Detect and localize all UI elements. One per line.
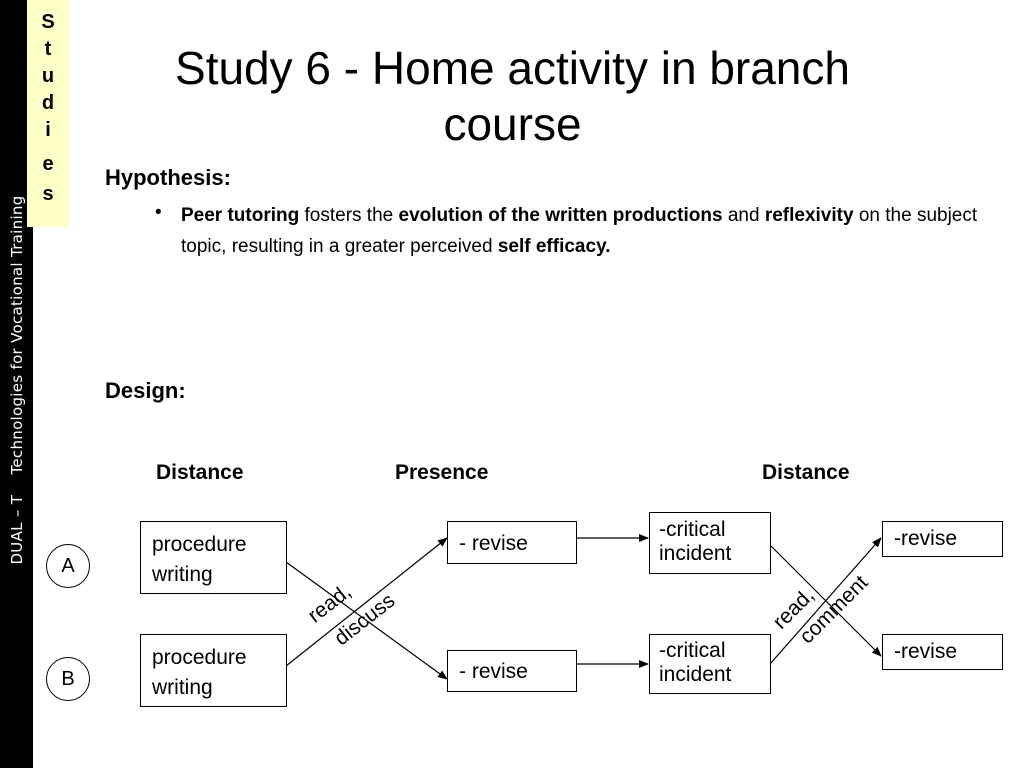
box-text: writing	[152, 676, 213, 699]
procedure-writing-box-a: procedure writing	[140, 521, 287, 594]
box-text: -revise	[894, 640, 958, 663]
box-text: writing	[152, 563, 213, 586]
text-fragment: fosters the	[299, 205, 399, 226]
text-fragment: on the subject topic, resulting in a gre…	[181, 205, 978, 257]
title-line-1: Study 6 - Home activity in branch	[175, 42, 850, 94]
studies-letter: e	[42, 153, 54, 175]
box-text: incident	[659, 663, 732, 686]
text-fragment: and	[722, 205, 765, 226]
arrow-a-to-lower-revise	[285, 561, 448, 680]
term-self-efficacy: self efficacy.	[497, 236, 611, 257]
hypothesis-text: Peer tutoring fosters the evolution of t…	[181, 200, 981, 262]
bullet-dot-icon: •	[155, 202, 162, 223]
arrow-incident-to-upper-revise	[769, 537, 882, 665]
hypothesis-heading: Hypothesis:	[105, 165, 231, 190]
box-text: procedure	[152, 646, 247, 669]
studies-letter: S	[41, 11, 55, 33]
critical-incident-box-lower: -critical incident	[649, 634, 771, 694]
critical-incident-box-upper: -critical incident	[649, 512, 771, 574]
studies-letter: i	[45, 119, 51, 141]
phase-label: Presence	[395, 461, 489, 484]
studies-letter: u	[41, 65, 55, 87]
final-revise-box-lower: -revise	[882, 634, 1003, 670]
box-text: - revise	[459, 660, 528, 683]
design-heading: Design:	[105, 378, 186, 403]
title-line-2: course	[443, 98, 582, 150]
phase-label: Distance	[156, 461, 244, 484]
box-text: -critical	[659, 639, 726, 662]
procedure-writing-box-b: procedure writing	[140, 634, 287, 707]
term-peer-tutoring: Peer tutoring	[181, 205, 300, 226]
revise-box-upper: - revise	[447, 521, 577, 564]
box-text: -revise	[894, 527, 958, 550]
box-text: procedure	[152, 533, 247, 556]
box-text: - revise	[459, 532, 528, 555]
term-evolution: evolution of the written productions	[398, 205, 723, 226]
arrow-b-to-upper-revise	[285, 537, 448, 667]
group-b-circle: B	[46, 657, 90, 701]
studies-letter: d	[41, 92, 55, 114]
studies-letter: t	[44, 38, 52, 60]
phase-label: Distance	[762, 461, 850, 484]
studies-letter: s	[42, 183, 54, 205]
box-text: -critical	[659, 518, 726, 541]
box-text: incident	[659, 542, 732, 565]
group-a-circle: A	[46, 544, 90, 588]
term-reflexivity: reflexivity	[764, 205, 854, 226]
studies-tab: S t u d i e s	[27, 0, 69, 227]
revise-box-lower: - revise	[447, 650, 577, 692]
final-revise-box-upper: -revise	[882, 521, 1003, 557]
slide-title: Study 6 - Home activity in branch course	[110, 40, 915, 152]
